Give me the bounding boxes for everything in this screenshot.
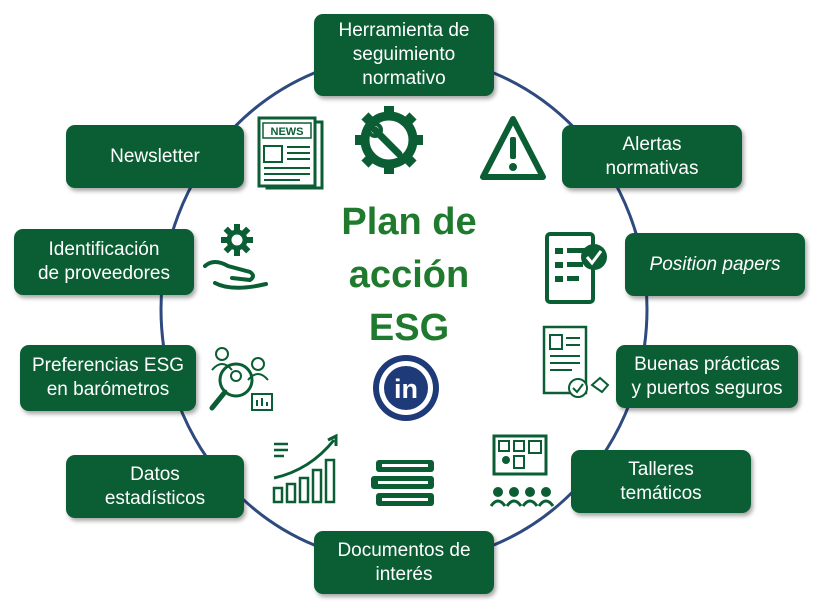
box-preferencias-esg: Preferencias ESG en barómetros: [20, 345, 196, 411]
box-position-papers: Position papers: [625, 233, 805, 296]
newspaper-icon: NEWS: [257, 116, 324, 190]
gear-wrench-icon: [355, 106, 423, 174]
box-newsletter: Newsletter: [66, 125, 244, 188]
box-identificacion-proveedores: Identificación de proveedores: [14, 229, 194, 295]
logo-letter: in: [394, 374, 418, 404]
growth-chart-icon: [272, 433, 338, 504]
box-documentos-interes: Documentos de interés: [314, 531, 494, 594]
box-talleres-tematicos: Talleres temáticos: [571, 450, 751, 513]
news-label: NEWS: [271, 126, 304, 138]
document-check-icon: [545, 232, 607, 304]
hand-gear-icon: [203, 224, 268, 290]
box-herramienta-seguimiento: Herramienta de seguimiento normativo: [314, 14, 494, 96]
box-datos-estadisticos: Datos estadísticos: [66, 455, 244, 518]
documents-handshake-icon: [542, 325, 610, 398]
books-icon: [371, 460, 434, 506]
in-logo-icon: in: [373, 355, 439, 421]
warning-triangle-icon: [480, 116, 546, 180]
center-title: Plan de acción ESG: [341, 201, 477, 349]
people-magnifier-icon: [209, 347, 273, 411]
workshop-presentation-icon: [489, 434, 555, 507]
box-alertas-normativas: Alertas normativas: [562, 125, 742, 188]
box-buenas-practicas: Buenas prácticas y puertos seguros: [616, 345, 798, 408]
